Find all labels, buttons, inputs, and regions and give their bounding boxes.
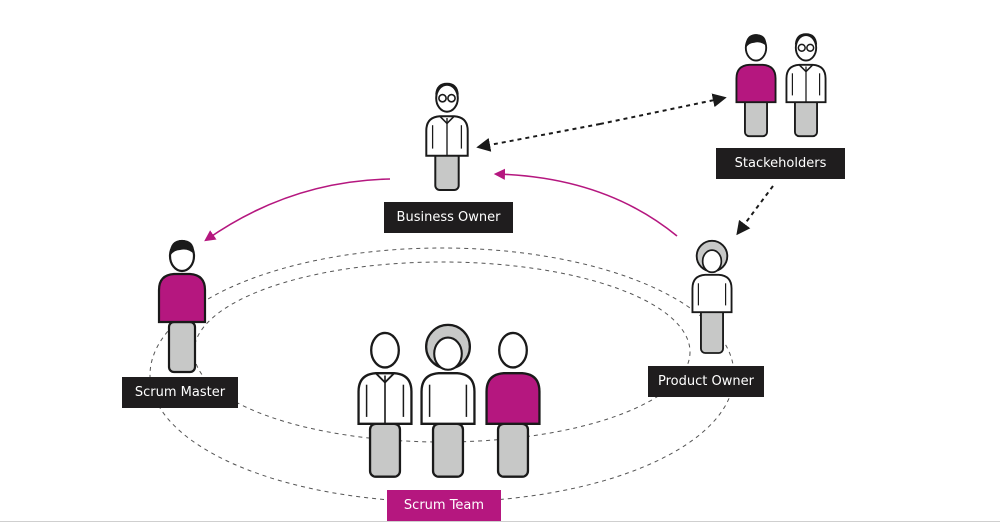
arrow-business-owner-to-scrum-master: [204, 178, 391, 242]
scrum-master-label: Scrum Master: [122, 377, 238, 408]
person-icon: [691, 239, 733, 354]
business-owner-label: Business Owner: [384, 202, 513, 233]
arrow-business-owner-to-product-owner: [493, 168, 678, 237]
arrow-stakeholders-to-product-owner: [736, 185, 774, 236]
stakeholders-label: Stackeholders: [716, 148, 845, 179]
arrow-stakeholders-business-owner-b: [476, 123, 601, 152]
person-icon: [485, 331, 541, 478]
person-icon: [785, 33, 827, 138]
scrum-team-label: Scrum Team: [387, 490, 501, 521]
person-icon: [157, 239, 207, 374]
person-icon: [357, 331, 413, 478]
person-icon: [735, 34, 777, 138]
arrow-stakeholders-business-owner-a: [599, 93, 727, 125]
product-owner-label: Product Owner: [648, 366, 764, 397]
bottom-divider: [0, 521, 1000, 522]
person-icon: [425, 82, 469, 191]
person-icon: [420, 323, 476, 478]
